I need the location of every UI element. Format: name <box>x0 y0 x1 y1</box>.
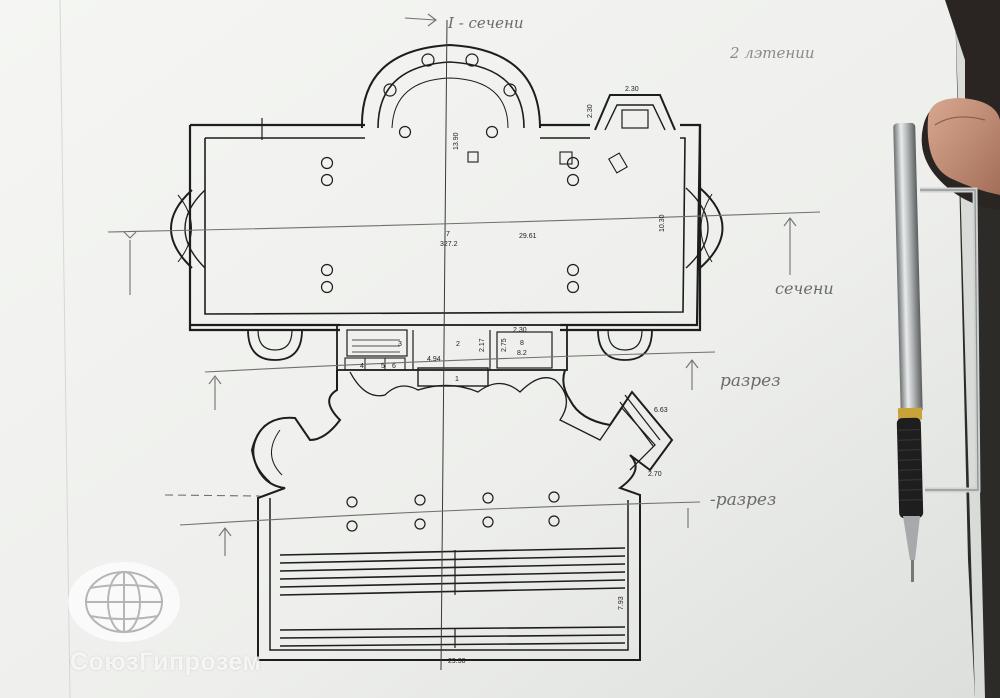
label-height-right: 10.30 <box>659 214 666 232</box>
hand-thumb <box>921 0 1000 210</box>
label-room-5: 5 <box>381 363 385 370</box>
label-room-main: 7 <box>446 231 450 238</box>
watermark-brand-text: СоюзГипрозем <box>70 648 262 676</box>
label-side-dim: 6.63 <box>654 407 668 414</box>
label-corridor-dim: 2.17 <box>479 338 486 352</box>
label-room-6: 6 <box>392 363 396 370</box>
watermark-globe-icon <box>68 562 180 642</box>
note-corner: 2 лэтении <box>729 44 815 62</box>
note-razrez-upper: разрез <box>720 371 781 391</box>
label-area-main: 327.2 <box>440 241 458 248</box>
label-bay-width: 2.30 <box>625 86 639 93</box>
note-top-section: I - сечени <box>447 14 524 32</box>
label-room-small-num: 8 <box>520 340 524 347</box>
floor-plan <box>170 43 724 661</box>
label-base-width: 29.30 <box>448 658 466 665</box>
label-room-4: 4 <box>360 363 364 370</box>
label-length-total: 29.61 <box>519 233 537 240</box>
label-room-3: 3 <box>398 341 402 348</box>
pencil-section-lines <box>107 13 821 556</box>
note-right-section: сечени <box>775 279 834 298</box>
label-height-dome: 13.90 <box>453 132 460 150</box>
label-room-1: 1 <box>455 376 459 383</box>
label-hall-height: 7.93 <box>618 596 625 610</box>
label-room-2: 2 <box>456 341 460 348</box>
axis-line <box>440 19 448 671</box>
label-corridor-len: 4.94 <box>427 356 441 363</box>
plan-labels: 13.90 29.61 10.30 7 327.2 2.30 2.30 2.30… <box>360 86 668 665</box>
label-room-small-dim: 2.30 <box>513 327 527 334</box>
label-side-dim2: 2.70 <box>648 471 662 478</box>
label-corridor-dim2: 2.75 <box>501 338 508 352</box>
pencil <box>893 122 981 582</box>
handwritten-notes: I - сечени 2 лэтении сечени разрез -разр… <box>447 14 834 510</box>
label-bay-height: 2.30 <box>587 104 594 118</box>
note-razrez-lower: -разрез <box>710 490 776 510</box>
label-room-small-area: 8.2 <box>517 350 527 357</box>
